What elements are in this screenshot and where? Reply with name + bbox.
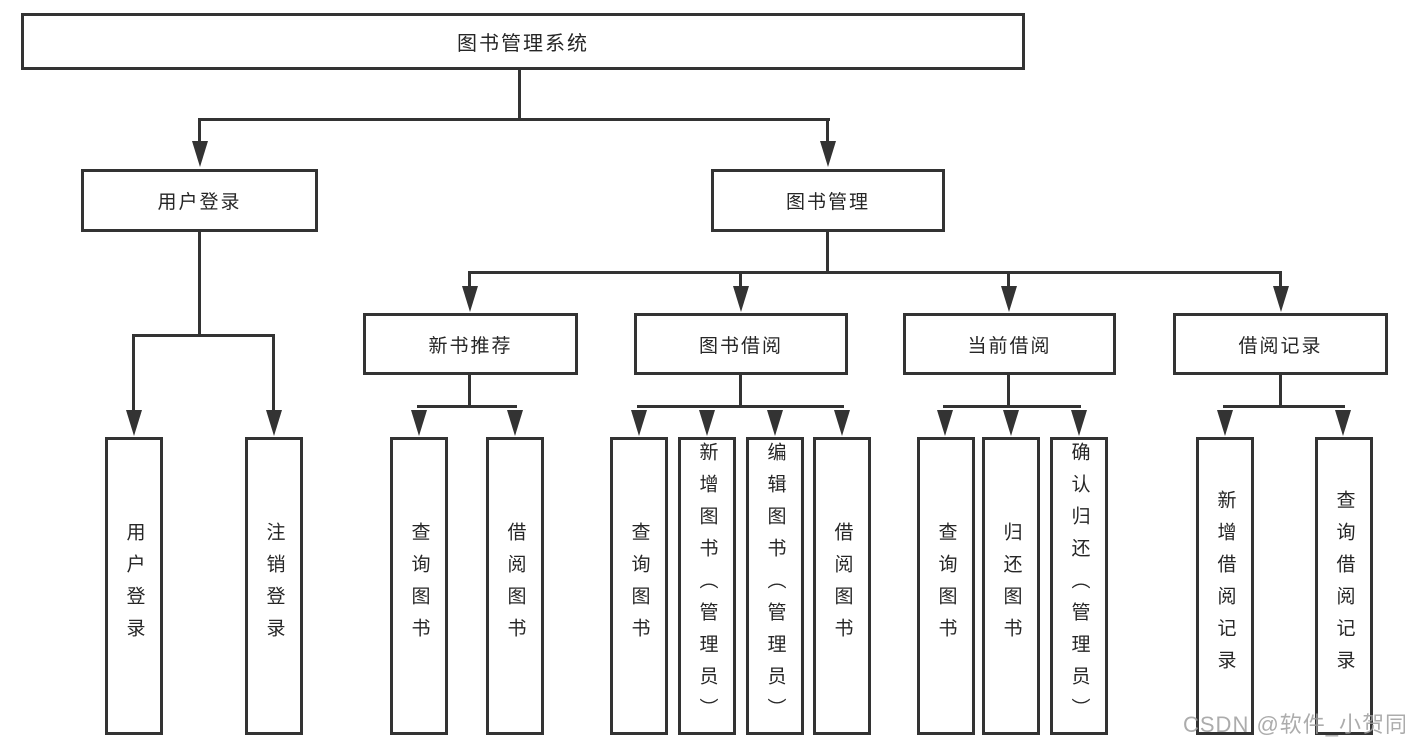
edge-recommend-stem [468,375,471,408]
edge-book-management-branch-bar [468,271,1282,274]
leaf-borrowing-query-book: 查询图书 [610,437,668,735]
edge-drop-book-management [826,118,829,144]
node-current-borrowing: 当前借阅 [903,313,1116,375]
leaf-label: 用户登录 [123,522,145,650]
node-library-management-system: 图书管理系统 [21,13,1025,70]
arrowhead-recommend-query [411,410,427,436]
leaf-label: 查询图书 [628,522,650,650]
edge-book-management-stem [826,231,829,273]
edge-current-stem [1007,375,1010,408]
leaf-label: 确认归还（管理员） [1068,442,1090,730]
node-label: 图书管理 [785,192,870,213]
arrowhead-login [126,410,142,436]
leaf-label: 查询借阅记录 [1333,490,1355,682]
leaf-recommend-borrow-book: 借阅图书 [486,437,544,735]
edge-drop-book-borrowing [739,271,742,289]
leaf-return-book: 归还图书 [982,437,1040,735]
arrowhead-borrow-records [1273,286,1289,312]
node-borrow-records: 借阅记录 [1173,313,1388,375]
leaf-confirm-return-admin: 确认归还（管理员） [1050,437,1108,735]
edge-records-stem [1279,375,1282,408]
arrowhead-add-record [1217,410,1233,436]
arrowhead-borrowing-query [631,410,647,436]
arrowhead-add-book [699,410,715,436]
arrowhead-book-management [820,141,836,167]
edge-root-branch-bar [198,118,830,121]
node-book-borrowing: 图书借阅 [634,313,848,375]
leaf-borrowing-borrow-book: 借阅图书 [813,437,871,735]
leaf-edit-book-admin: 编辑图书（管理员） [746,437,804,735]
arrowhead-query-record [1335,410,1351,436]
edge-borrowing-stem [739,375,742,408]
csdn-watermark: CSDN @软件_小贺同学 [1183,712,1405,737]
edge-recommend-branch-bar [417,405,517,408]
node-user-login: 用户登录 [81,169,318,232]
leaf-current-query-book: 查询图书 [917,437,975,735]
edge-root-stem [518,69,521,120]
arrowhead-current-query [937,410,953,436]
node-label: 借阅记录 [1238,335,1323,357]
edge-drop-logout [272,334,275,411]
leaf-label: 新增图书（管理员） [696,442,718,730]
arrowhead-logout [266,410,282,436]
leaf-add-book-admin: 新增图书（管理员） [678,437,736,735]
leaf-label: 借阅图书 [504,522,526,650]
leaf-logout: 注销登录 [245,437,303,735]
leaf-label: 查询图书 [935,522,957,650]
edge-drop-new-book-recommend [468,271,471,289]
leaf-label: 注销登录 [263,522,285,650]
arrowhead-user-login [192,141,208,167]
edge-user-login-branch-bar [132,334,275,337]
node-label: 当前借阅 [967,335,1052,357]
edge-drop-current-borrowing [1007,271,1010,289]
leaf-label: 归还图书 [1000,522,1022,650]
edge-drop-borrow-records [1279,271,1282,289]
arrowhead-recommend-borrow [507,410,523,436]
arrowhead-return-book [1003,410,1019,436]
node-new-book-recommend: 新书推荐 [363,313,578,375]
arrowhead-confirm-return [1071,410,1087,436]
leaf-recommend-query-book: 查询图书 [390,437,448,735]
edge-records-branch-bar [1223,405,1345,408]
edge-drop-user-login [198,118,201,144]
edge-borrowing-branch-bar [637,405,844,408]
edge-current-branch-bar [943,405,1081,408]
node-book-management: 图书管理 [711,169,945,232]
leaf-user-login: 用户登录 [105,437,163,735]
node-label: 图书借阅 [698,335,783,357]
arrowhead-edit-book [767,410,783,436]
leaf-label: 查询图书 [408,522,430,650]
node-label: 新书推荐 [428,335,513,357]
edge-drop-login [132,334,135,411]
arrowhead-book-borrowing [733,286,749,312]
leaf-add-borrow-record: 新增借阅记录 [1196,437,1254,735]
leaf-label: 借阅图书 [831,522,853,650]
node-label: 用户登录 [157,192,242,213]
arrowhead-new-book-recommend [462,286,478,312]
arrowhead-current-borrowing [1001,286,1017,312]
leaf-label: 编辑图书（管理员） [764,442,786,730]
leaf-label: 新增借阅记录 [1214,490,1236,682]
arrowhead-borrowing-borrow [834,410,850,436]
node-label: 图书管理系统 [457,33,589,55]
leaf-query-borrow-record: 查询借阅记录 [1315,437,1373,735]
edge-user-login-stem [198,231,201,336]
